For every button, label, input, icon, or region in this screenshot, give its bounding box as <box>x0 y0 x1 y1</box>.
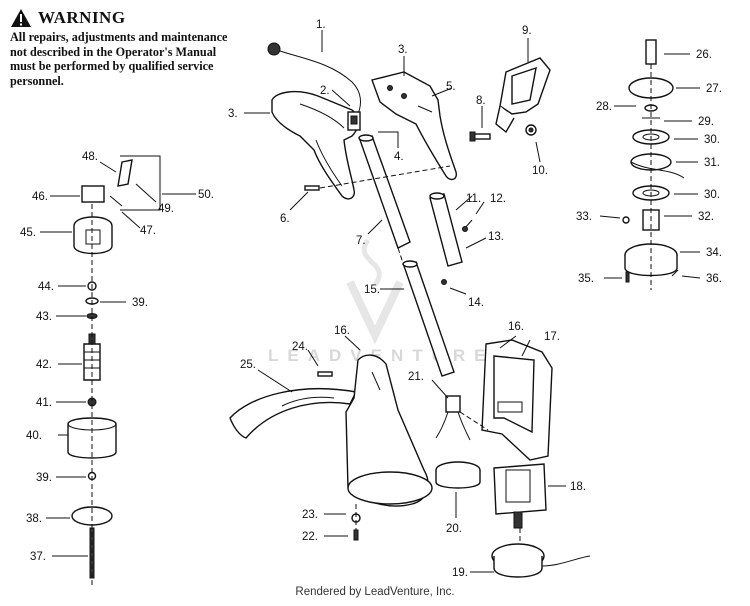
housing-screw-part <box>317 371 333 377</box>
callout-49: 49. <box>158 203 174 215</box>
leader-lines <box>40 30 701 573</box>
clamp-screw-part <box>441 219 473 285</box>
callout-16-right: 16. <box>508 321 524 333</box>
callout-11: 11. <box>466 193 481 205</box>
guard-part <box>229 388 358 439</box>
callout-24: 24. <box>292 341 308 353</box>
callout-15: 15. <box>364 284 380 296</box>
callout-2: 2. <box>320 85 330 97</box>
callout-29: 29. <box>698 116 714 128</box>
callout-labels: 1. 2. 3. 3. 4. 5. 6. 7. 8. 9. 10. 11. 12… <box>20 19 722 579</box>
warning-text: All repairs, adjustments and maintenance… <box>10 30 228 88</box>
brush-holder-stack <box>67 159 133 579</box>
callout-47: 47. <box>140 225 156 237</box>
callout-5: 5. <box>446 81 456 93</box>
wire-connector-part <box>435 395 471 441</box>
callout-45: 45. <box>20 227 36 239</box>
motor-part <box>493 463 547 529</box>
bolt-part <box>469 131 491 142</box>
callout-40: 40. <box>26 430 42 442</box>
spool-cap-part <box>435 461 481 489</box>
watermark-logo-icon <box>346 238 404 345</box>
callout-42: 42. <box>36 359 52 371</box>
upper-shaft-part <box>358 134 411 249</box>
callout-9: 9. <box>522 25 532 37</box>
callout-16-left: 16. <box>334 325 350 337</box>
callout-23: 23. <box>302 509 318 521</box>
callout-39-lower: 39. <box>36 472 52 484</box>
callout-34: 34. <box>706 247 722 259</box>
shaft-clamp-part <box>429 192 463 267</box>
callout-10: 10. <box>532 165 548 177</box>
callout-3-right: 3. <box>398 44 408 56</box>
callout-28: 28. <box>596 101 612 113</box>
fan-part <box>491 543 591 578</box>
lower-shaft-part <box>402 260 455 377</box>
callout-35: 35. <box>578 273 594 285</box>
retainer-screw-part <box>353 529 359 541</box>
footer-credit: Rendered by LeadVenture, Inc. <box>295 586 455 598</box>
callout-20: 20. <box>446 523 462 535</box>
callout-3-left: 3. <box>228 108 238 120</box>
spool-head-stack <box>622 39 685 283</box>
warning-box: WARNING All repairs, adjustments and mai… <box>10 8 250 88</box>
motor-housing-left-part <box>345 354 433 507</box>
switch-cord-part <box>267 42 361 115</box>
callout-13: 13. <box>488 231 504 243</box>
callout-30-upper: 30. <box>704 134 720 146</box>
warning-triangle-icon <box>11 9 31 27</box>
group-bracket <box>120 155 161 211</box>
callout-18: 18. <box>570 481 586 493</box>
handle-left-part <box>271 90 359 200</box>
motor-housing-right-part <box>481 339 553 461</box>
callout-26: 26. <box>696 49 712 61</box>
callout-38: 38. <box>26 513 42 525</box>
callout-48: 48. <box>82 151 98 163</box>
callout-36: 36. <box>706 273 722 285</box>
switch-part <box>347 111 361 131</box>
callout-43: 43. <box>36 311 52 323</box>
callout-17: 17. <box>544 331 560 343</box>
callout-30-lower: 30. <box>704 189 720 201</box>
warning-header: WARNING <box>10 8 250 28</box>
callout-50: 50. <box>198 189 214 201</box>
auxiliary-handle-part <box>495 57 551 134</box>
callout-41: 41. <box>36 397 52 409</box>
callout-19: 19. <box>452 567 468 579</box>
handle-right-part <box>371 71 458 181</box>
callout-12: 12. <box>490 193 506 205</box>
callout-33: 33. <box>576 211 592 223</box>
callout-44: 44. <box>38 281 54 293</box>
watermark-text: LEADVENTURE <box>268 346 495 365</box>
callout-1: 1. <box>316 19 326 31</box>
knob-part <box>525 124 537 136</box>
callout-4: 4. <box>394 151 404 163</box>
callout-32: 32. <box>698 211 714 223</box>
callout-46: 46. <box>32 191 48 203</box>
callout-22: 22. <box>302 531 318 543</box>
callout-37: 37. <box>30 551 46 563</box>
callout-27: 27. <box>706 83 722 95</box>
callout-7: 7. <box>356 235 366 247</box>
callout-14: 14. <box>468 297 484 309</box>
callout-31: 31. <box>704 157 720 169</box>
assembly-lines <box>91 64 652 586</box>
callout-6: 6. <box>280 213 290 225</box>
callout-21: 21. <box>408 371 424 383</box>
screw-part <box>304 185 320 191</box>
warning-title: WARNING <box>38 8 126 27</box>
callout-8: 8. <box>476 95 486 107</box>
callout-25: 25. <box>240 359 256 371</box>
callout-39-upper: 39. <box>132 297 148 309</box>
